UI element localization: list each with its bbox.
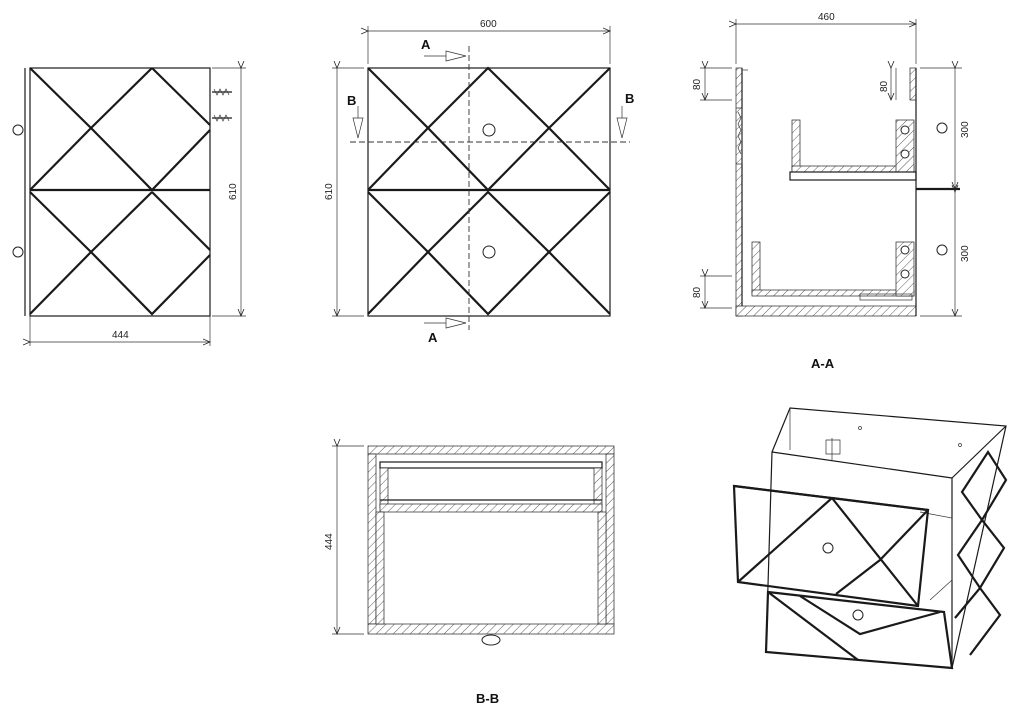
front-height-dim: 610 [324, 183, 335, 200]
front-width-dim: 600 [480, 19, 497, 30]
front-knob-icon [482, 123, 496, 137]
section-arrow-a: A A [421, 37, 467, 345]
svg-text:B: B [625, 91, 634, 106]
front-diamond-pattern [367, 66, 611, 316]
section-title-aa: A-A [811, 356, 835, 371]
svg-text:A: A [421, 37, 431, 52]
isometric-view [732, 407, 1008, 670]
screw-icon [212, 88, 232, 122]
section-arrow-b: B B [347, 91, 634, 139]
plan-knob-icon [481, 634, 501, 646]
lower-drawer-front [764, 590, 954, 670]
top-offset-dim: 80 [692, 78, 703, 90]
side-depth-dim: 444 [112, 330, 129, 341]
section-title-bb: B-B [476, 691, 499, 706]
upper-drawer-dim: 300 [960, 121, 971, 138]
top-inner-offset-dim: 80 [879, 80, 890, 92]
front-view: A A B B 600 610 [324, 19, 634, 345]
svg-text:A: A [428, 330, 438, 345]
lower-drawer-section [751, 241, 948, 301]
front-knob-icon [482, 245, 496, 259]
open-drawer-front [732, 484, 930, 608]
side-height-dim: 610 [228, 183, 239, 200]
bottom-offset-dim: 80 [692, 286, 703, 298]
knob-icon [12, 124, 24, 258]
section-a-a: 460 80 80 80 300 300 A-A [692, 12, 971, 371]
lower-drawer-dim: 300 [960, 245, 971, 262]
svg-text:B: B [347, 93, 356, 108]
plan-depth-dim: 444 [324, 533, 335, 550]
side-diamond-pattern [29, 67, 211, 316]
section-depth-dim: 460 [818, 12, 835, 23]
side-view: 444 610 [12, 67, 246, 346]
section-b-b: 444 B-B [324, 446, 615, 706]
upper-drawer-section [789, 119, 948, 181]
